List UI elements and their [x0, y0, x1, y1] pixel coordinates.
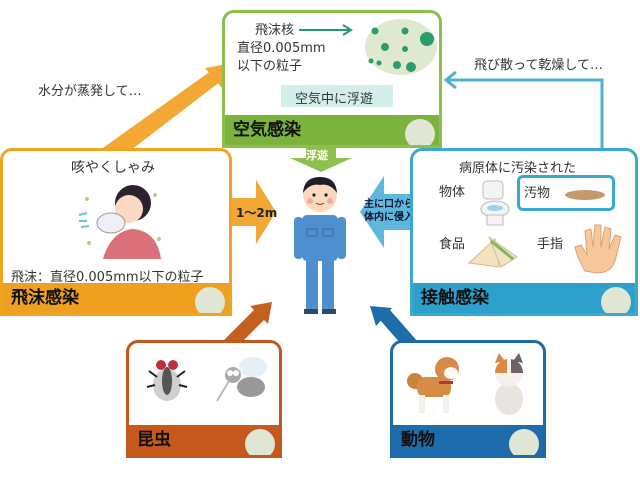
- evaporate-label: 水分が蒸発して…: [38, 84, 142, 99]
- scatter-dry-label: 飛び散って乾燥して…: [474, 58, 603, 73]
- item-hand: 手指: [537, 237, 564, 252]
- float-box: 空気中に浮遊: [281, 85, 393, 107]
- mosquito-icon: [216, 357, 267, 402]
- float-text: 空気中に浮遊: [295, 92, 374, 107]
- corner-circle: [509, 429, 539, 455]
- corner-circle: [195, 287, 225, 313]
- size-line2: 以下の粒子: [237, 59, 303, 74]
- scatter-dry-arrow: [443, 70, 604, 150]
- item-filth: 汚物: [524, 186, 551, 201]
- filth-icon: [565, 190, 605, 200]
- mouth-label-line2: 体内に侵入: [364, 212, 414, 223]
- fly-icon: [146, 360, 188, 401]
- hand-icon: [574, 224, 622, 274]
- airborne-infection-panel: 飛沫核 直径0.005mm 以下の粒子 空気中に浮遊 空気感染: [222, 10, 442, 148]
- cough-sneeze-label: 咳やくしゃみ: [71, 160, 155, 176]
- mouth-label: 主に口から 体内に侵入: [364, 198, 414, 224]
- particles-icon: [365, 19, 437, 75]
- size-line1: 直径0.005mm: [237, 41, 326, 56]
- toilet-icon: [480, 180, 510, 226]
- airborne-title: 空気感染: [225, 115, 439, 145]
- distance-arrow: [232, 180, 276, 244]
- distance-label: 1～2m: [236, 206, 278, 220]
- mouth-label-line1: 主に口から: [364, 199, 414, 210]
- dog-icon: [407, 357, 459, 413]
- sandwich-icon: [467, 235, 518, 268]
- corner-circle: [601, 287, 631, 313]
- contact-infection-panel: 病原体に汚染された 物体 汚物 食品 手指 接触感染: [410, 148, 638, 316]
- sneezing-woman-icon: [78, 185, 161, 259]
- cat-icon: [494, 353, 524, 415]
- droplet-title: 飛沫感染: [3, 283, 229, 313]
- evaporate-arrow: [100, 64, 228, 160]
- contact-title: 接触感染: [413, 283, 635, 313]
- nucleus-label: 飛沫核: [255, 23, 295, 38]
- droplet-infection-panel: 咳やくしゃみ 飛沫：直径0.005mm以下の粒子 飛沫感染: [0, 148, 232, 316]
- insect-panel: 昆虫: [126, 340, 282, 458]
- float-label: 浮遊: [306, 149, 328, 162]
- item-object: 物体: [439, 185, 466, 200]
- filth-box: 汚物: [517, 175, 615, 211]
- droplet-size-caption: 飛沫：直径0.005mm以下の粒子: [11, 270, 204, 285]
- person-icon: [294, 177, 346, 314]
- corner-circle: [405, 119, 435, 145]
- nucleus-arrow-icon: [299, 24, 353, 36]
- item-food: 食品: [439, 237, 466, 252]
- contaminated-heading: 病原体に汚染された: [459, 161, 577, 176]
- mouth-arrow: [360, 176, 412, 248]
- corner-circle: [245, 429, 275, 455]
- animal-panel: 動物: [390, 340, 546, 458]
- float-arrow: [290, 148, 352, 172]
